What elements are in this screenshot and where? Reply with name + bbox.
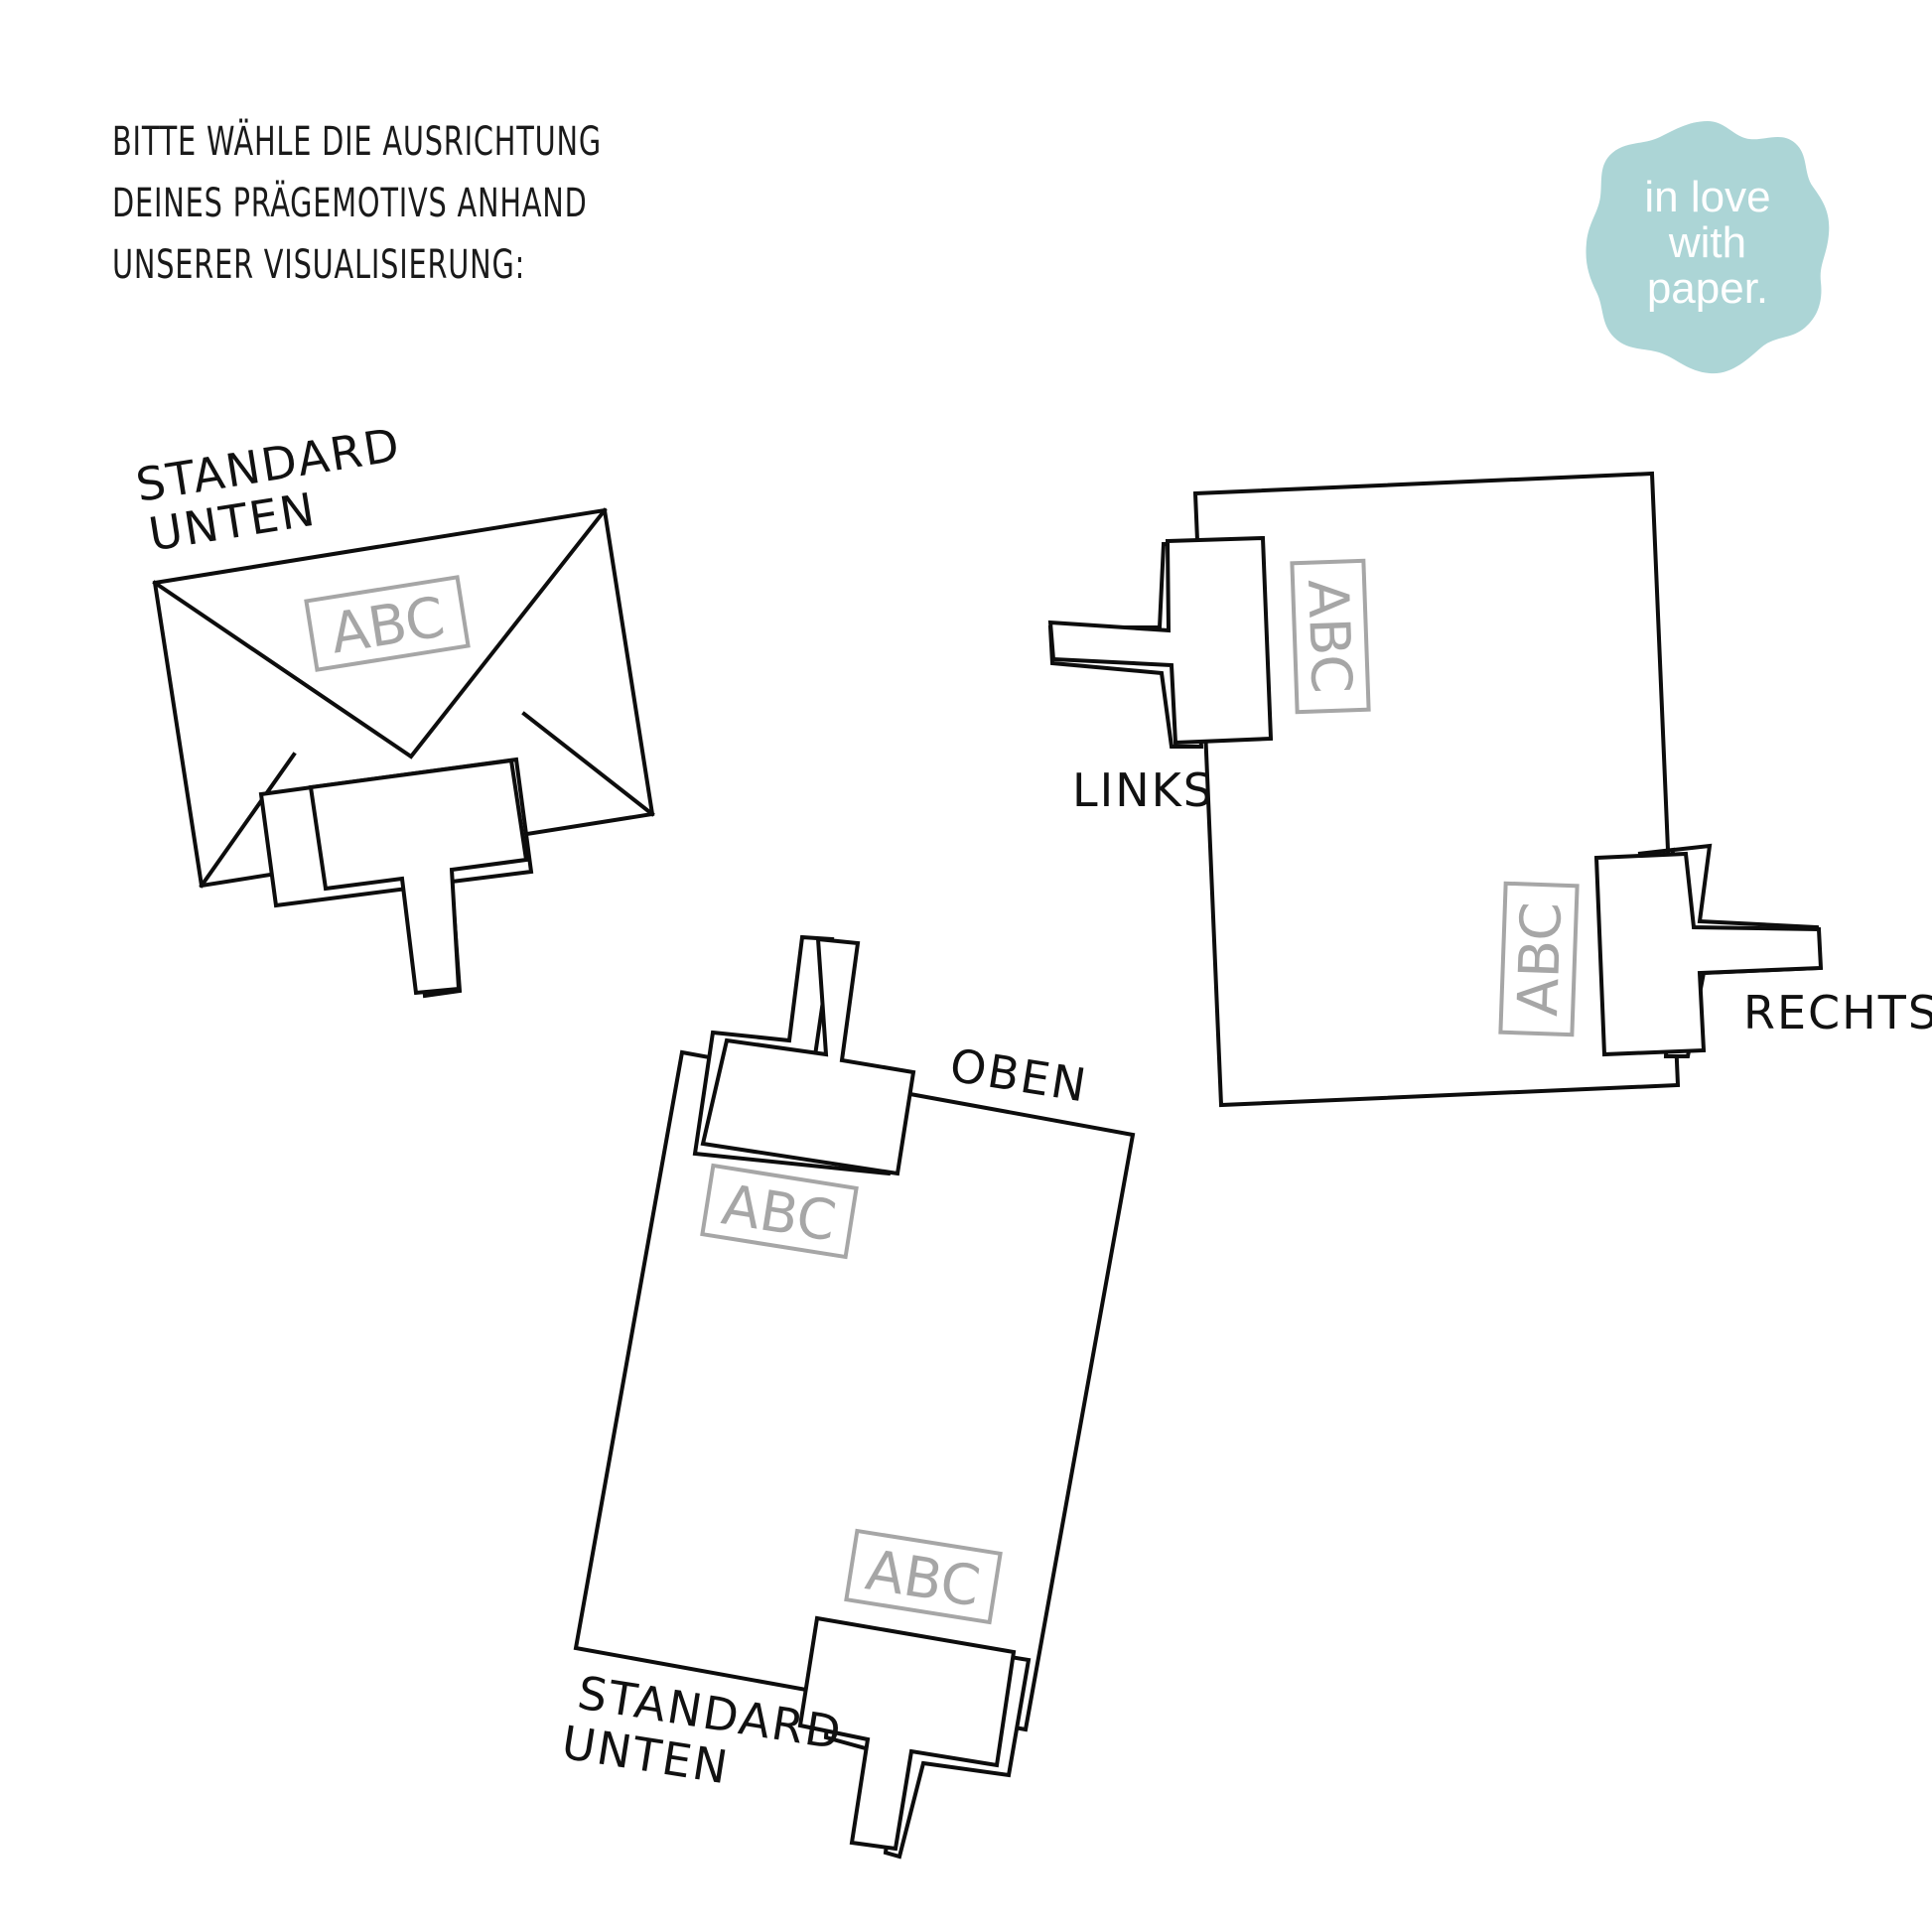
card-body-right (1192, 471, 1681, 1108)
badge-shape (1586, 121, 1830, 374)
motif-right: ABC (1498, 881, 1580, 1037)
envelope-illustration: ABC STANDARD UNTEN (132, 417, 655, 999)
label-oben: OBEN (946, 1038, 1091, 1113)
stamp-tool-right (1593, 843, 1824, 1058)
stamp-tool-top-head (700, 936, 916, 1176)
label-rechts: RECHTS (1743, 986, 1932, 1039)
card-body-bottom (573, 1049, 1136, 1732)
stamp-tool-envelope (258, 757, 534, 999)
stamp-tool-left (1047, 535, 1274, 749)
stamp-tool-head (308, 758, 529, 996)
badge-wavy-circle (1586, 121, 1830, 374)
motif-frame (844, 1528, 1003, 1625)
card-left-right-illustration: ABC LINKS ABC RECHTS (1047, 471, 1932, 1108)
badge-line-3: paper. (1646, 264, 1769, 313)
envelope-flap (152, 507, 608, 759)
instruction-line-2: DEINES PRÄGEMOTIVS ANHAND (112, 181, 588, 226)
instruction-text: BITTE WÄHLE DIE AUSRICHTUNG DEINES PRÄGE… (112, 111, 602, 296)
motif-frame (700, 1163, 859, 1260)
motif-abc: ABC (1506, 901, 1575, 1018)
envelope-fold-right (521, 711, 655, 817)
badge-text: in love with paper. (1585, 175, 1831, 312)
stamp-tool-bottom-head (797, 1615, 1017, 1852)
stamp-tool-right-head (1593, 851, 1824, 1057)
instruction-line-3: UNSERER VISUALISIERUNG: (112, 242, 526, 288)
motif-frame (1290, 558, 1371, 715)
label-envelope: STANDARD UNTEN (132, 417, 404, 561)
instruction-line-1: BITTE WÄHLE DIE AUSRICHTUNG (112, 119, 602, 165)
motif-left: ABC (1290, 558, 1371, 715)
motif-top: ABC (700, 1163, 859, 1260)
badge-line-2: with (1668, 218, 1747, 267)
envelope-fold-left (199, 752, 297, 889)
motif-abc: ABC (1295, 579, 1363, 695)
card-top-bottom-illustration: ABC OBEN ABC STANDARD UNTEN (558, 934, 1136, 1860)
stamp-tool-bottom (797, 1615, 1032, 1860)
brand-badge: in love with paper. (1585, 117, 1831, 377)
label-oben-group: OBEN (946, 1038, 1091, 1113)
motif-frame (1498, 881, 1580, 1037)
stamp-tool-left-head (1047, 535, 1274, 746)
badge-line-1: in love (1644, 173, 1771, 221)
label-links: LINKS (1072, 763, 1214, 817)
stamp-tool-top (692, 934, 916, 1176)
motif-frame (304, 575, 471, 672)
